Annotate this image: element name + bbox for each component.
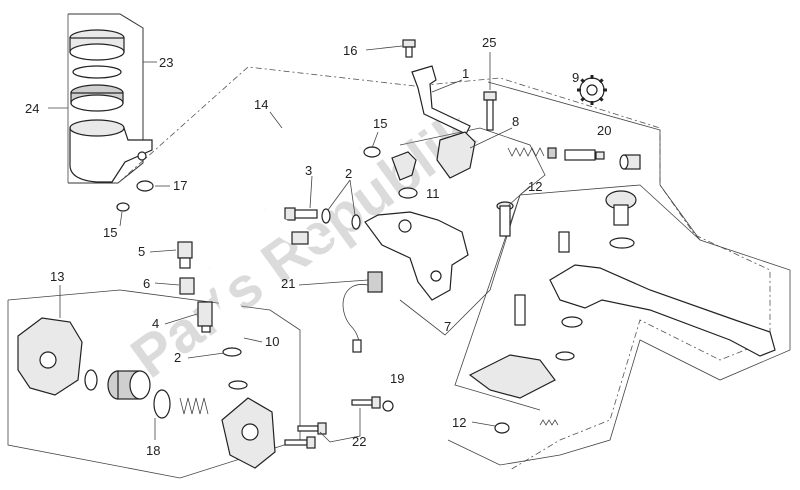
switch-21	[342, 271, 383, 353]
lever-washer	[609, 237, 635, 249]
plunger-20	[564, 149, 605, 161]
callout-14: 14	[254, 97, 268, 112]
callout-2-lower: 2	[174, 350, 181, 365]
reservoir-diaphragm	[70, 84, 124, 112]
fitting-11	[391, 151, 418, 199]
banjo-bolt-3	[284, 207, 318, 221]
o-ring-18	[153, 389, 171, 419]
clutch-lever	[549, 264, 776, 357]
callout-3: 3	[305, 163, 312, 178]
washer-2-c	[222, 347, 242, 357]
callout-15-upper: 15	[373, 116, 387, 131]
callout-1: 1	[462, 66, 469, 81]
cover-port	[241, 423, 259, 441]
callout-20: 20	[597, 123, 611, 138]
lever-knob	[605, 190, 637, 226]
callout-24: 24	[25, 101, 39, 116]
washer-2-b	[351, 214, 361, 230]
callout-2-upper: 2	[345, 166, 352, 181]
hose-clip-17	[136, 180, 154, 192]
fitting-5	[177, 241, 193, 269]
callout-15-lower: 15	[103, 225, 117, 240]
bolt-25	[483, 91, 497, 131]
callout-5: 5	[138, 244, 145, 259]
cap-19	[382, 400, 394, 412]
hose-clamp-15-lower	[116, 202, 130, 212]
callout-8: 8	[512, 114, 519, 129]
clip-b	[555, 351, 575, 361]
gear-icon	[577, 75, 607, 105]
callout-25: 25	[482, 35, 496, 50]
callout-16: 16	[343, 43, 357, 58]
seal-ring	[84, 369, 98, 391]
bushing-20	[619, 154, 641, 170]
bolt-22-b	[297, 422, 327, 435]
hose-clamp-15-upper	[363, 146, 381, 158]
reservoir-body	[69, 119, 153, 183]
washer-2-a	[321, 208, 331, 224]
callout-labels: 23 24 14 16 25 1 9 15 8 20 3 2 11 12 17 …	[25, 35, 611, 458]
piston-18	[107, 370, 151, 400]
callout-13: 13	[50, 269, 64, 284]
callout-11: 11	[426, 186, 440, 201]
master-cylinder-body-7	[364, 211, 469, 301]
screw-16	[402, 39, 416, 58]
reservoir-port	[398, 219, 412, 233]
callout-18: 18	[146, 443, 160, 458]
callout-23: 23	[159, 55, 173, 70]
callout-17: 17	[173, 178, 187, 193]
bolt-22-a	[284, 436, 316, 449]
bolt-22-c	[351, 396, 381, 409]
screw-12-upper	[496, 201, 514, 237]
clip-a	[561, 316, 583, 328]
fitting-6	[179, 277, 195, 295]
callout-21: 21	[281, 276, 295, 291]
cylinder-bore	[39, 351, 57, 369]
pivot-hole	[430, 270, 442, 282]
callout-12-lower: 12	[452, 415, 466, 430]
leader-lines	[59, 45, 531, 443]
reservoir-cap	[69, 29, 125, 61]
callout-6: 6	[143, 276, 150, 291]
pipe-fitting	[291, 231, 309, 245]
reservoir-gasket	[72, 65, 122, 79]
callout-12-upper: 12	[528, 179, 542, 194]
diagram-frames	[7, 13, 791, 479]
nut-12	[494, 422, 510, 434]
spring-18	[179, 397, 209, 415]
clamp-half-8	[436, 131, 476, 179]
spring-8	[507, 147, 545, 157]
callout-19: 19	[390, 371, 404, 386]
spring-small	[539, 419, 559, 426]
fitting-4	[197, 301, 213, 333]
bracket-1	[411, 65, 471, 135]
callout-10: 10	[265, 334, 279, 349]
pivot-pin	[514, 294, 526, 326]
lever-bracket	[468, 354, 556, 399]
callout-9: 9	[572, 70, 579, 85]
callout-4: 4	[152, 316, 159, 331]
spring-cap	[547, 147, 557, 159]
callout-22: 22	[352, 434, 366, 449]
washer-2-d	[228, 380, 248, 390]
lever-pin	[558, 231, 570, 253]
callout-7: 7	[444, 319, 451, 334]
